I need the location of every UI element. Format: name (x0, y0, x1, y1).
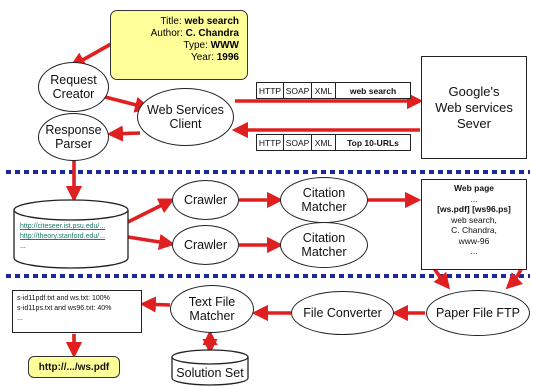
request-soap-cell: SOAP (284, 83, 312, 98)
query-year-row: Year: 1996 (190, 52, 239, 63)
match-results-box: s-id11pdf.txt and ws.txt: 100% s-id11ps.… (12, 290, 142, 333)
web-page-box: Web page ... [ws.pdf] [ws96.ps] web sear… (421, 179, 527, 270)
crawler-node-2: Crawler (172, 225, 239, 265)
web-page-links[interactable]: [ws.pdf] [ws96.ps] (437, 204, 511, 214)
google-web-services-server: Google's Web services Sever (421, 56, 527, 159)
output-url[interactable]: http://.../ws.pdf (28, 356, 120, 378)
match-result-2: s-id11ps.txt and ws96.txt: 40% (17, 305, 112, 312)
request-creator-node: Request Creator (38, 62, 109, 112)
web-page-dots-top: ... (470, 193, 478, 204)
arrow-db-to-crawler1 (127, 198, 175, 224)
response-soap-cell: SOAP (284, 135, 312, 150)
query-card: Title: web search Author: C. Chandra Typ… (110, 10, 248, 80)
url-database-contents: http://citeseer.ist.psu.edu/... http://t… (20, 222, 128, 256)
web-page-dots-bottom: ... (470, 246, 478, 256)
url-more: ... (20, 243, 26, 250)
paper-file-ftp-node: Paper File FTP (426, 290, 530, 336)
query-type-row: Type: WWW (183, 40, 239, 51)
query-author-row: Author: C. Chandra (150, 28, 239, 39)
response-message: HTTP SOAP XML Top 10-URLs (256, 134, 411, 151)
url-citeseer[interactable]: http://citeseer.ist.psu.edu/... (20, 223, 106, 230)
arrow-matcher-to-results (139, 296, 171, 313)
response-parser-node: Response Parser (38, 113, 109, 161)
web-services-client-node: Web Services Client (137, 88, 234, 146)
web-page-line2: C. Chandra, (451, 225, 497, 235)
query-title-row: Title: web search (160, 16, 239, 27)
request-query-cell: web search (349, 85, 397, 96)
request-message: HTTP SOAP XML web search (256, 82, 411, 99)
request-http-cell: HTTP (257, 83, 284, 98)
crawler-node-1: Crawler (172, 180, 239, 220)
request-xml-cell: XML (312, 83, 336, 98)
web-page-title: Web page (454, 183, 494, 193)
web-page-line3: www-96 (458, 235, 490, 246)
arrow-db-to-crawler2 (127, 233, 176, 250)
url-database-cylinder (13, 199, 129, 269)
response-xml-cell: XML (312, 135, 336, 150)
citation-matcher-node-1: Citation Matcher (280, 177, 368, 223)
solution-set-label: Solution Set (176, 366, 244, 380)
url-stanford[interactable]: http://theory.stanford.edu/... (20, 233, 106, 240)
arrow-client-to-parser (106, 125, 141, 142)
solution-set-cylinder (171, 349, 249, 386)
response-result-cell: Top 10-URLs (347, 137, 399, 148)
citation-matcher-node-2: Citation Matcher (280, 222, 368, 268)
response-http-cell: HTTP (257, 135, 284, 150)
text-file-matcher-node: Text File Matcher (170, 285, 254, 333)
match-result-more: ... (17, 315, 23, 322)
match-result-1: s-id11pdf.txt and ws.txt: 100% (17, 295, 110, 302)
file-converter-node: File Converter (291, 291, 394, 335)
web-page-line1: web search, (451, 214, 497, 225)
